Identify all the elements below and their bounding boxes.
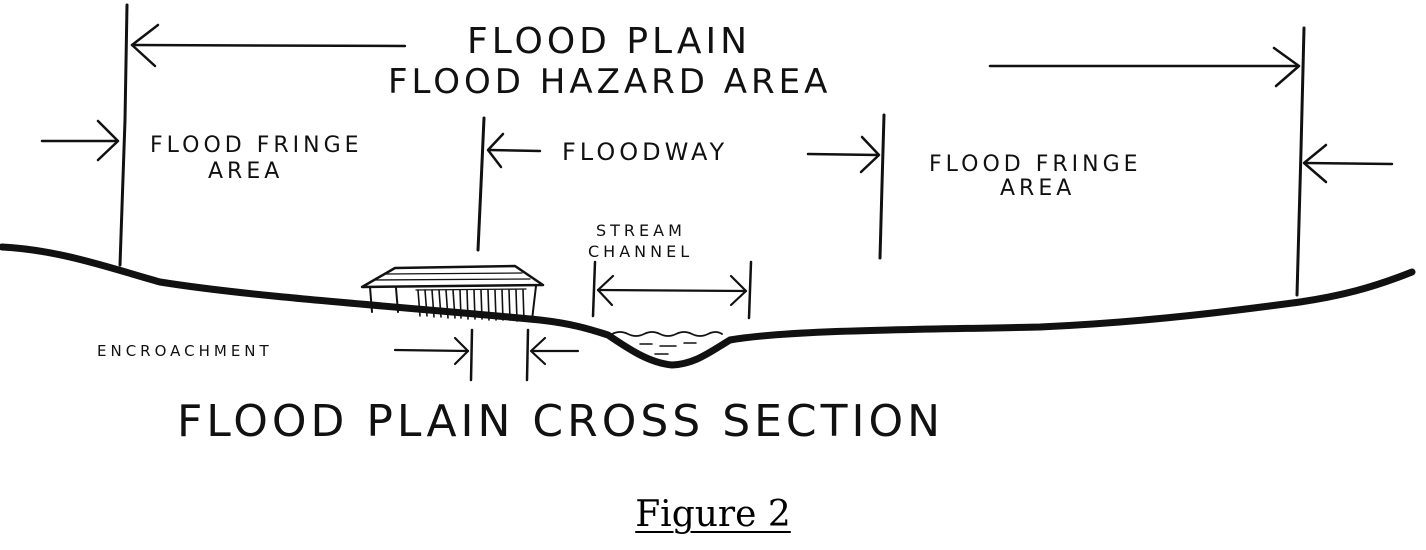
fringe-right-label-line1: FLOOD FRINGE bbox=[929, 152, 1142, 177]
encroachment-label: ENCROACHMENT bbox=[97, 342, 273, 360]
flood-plain-left-boundary bbox=[118, 3, 129, 267]
encroachment-arrow-left bbox=[393, 348, 470, 353]
flood-plain-right-boundary bbox=[1295, 26, 1306, 297]
fringe-left-label-line2: AREA bbox=[208, 159, 283, 184]
figure-caption: Figure 2 bbox=[0, 493, 1426, 537]
cross-section-title: FLOOD PLAIN CROSS SECTION bbox=[177, 396, 944, 447]
floodway-right-boundary bbox=[878, 113, 886, 260]
fringe-right-outer-arrow bbox=[1303, 161, 1394, 166]
flood-plain-label: FLOOD PLAIN bbox=[467, 21, 751, 62]
encroachment-arrowhead-right bbox=[529, 336, 547, 366]
ground-profile bbox=[0, 243, 1416, 369]
encroachment-arrowhead-left bbox=[453, 336, 470, 366]
fringe-right-label-line2: AREA bbox=[1000, 176, 1075, 201]
flood-plain-arrowhead-left bbox=[130, 23, 160, 68]
encroachment-left-tick bbox=[469, 328, 474, 382]
floodway-left-boundary bbox=[476, 116, 486, 252]
floodway-arrow-left bbox=[487, 148, 542, 153]
flood-plain-arrowhead-right bbox=[1272, 46, 1301, 88]
floodway-arrowhead-right bbox=[859, 135, 881, 174]
floodway-arrow-right bbox=[806, 152, 880, 157]
floodway-arrowhead-left bbox=[486, 132, 505, 169]
flood-hazard-area-label: FLOOD HAZARD AREA bbox=[388, 62, 831, 102]
flood-plain-arrow-left bbox=[130, 43, 407, 48]
fringe-right-outer-arrowhead bbox=[1302, 143, 1328, 184]
floodway-label: FLOODWAY bbox=[562, 138, 728, 166]
stream-label-line2: CHANNEL bbox=[588, 242, 693, 261]
fringe-left-label-line1: FLOOD FRINGE bbox=[150, 133, 363, 158]
stream-channel-arrowhead-left bbox=[596, 274, 615, 307]
water-surface bbox=[611, 331, 723, 337]
stream-channel-span bbox=[596, 288, 748, 293]
figure-caption-text: Figure 2 bbox=[635, 494, 791, 535]
fringe-left-outer-arrowhead bbox=[96, 119, 120, 162]
encroachment-right-tick bbox=[525, 328, 530, 382]
stream-channel-left-tick bbox=[591, 260, 597, 318]
house-icon bbox=[360, 264, 545, 322]
stream-channel-arrowhead-right bbox=[729, 274, 748, 307]
stream-channel-right-tick bbox=[747, 260, 753, 320]
stream-label-line1: STREAM bbox=[596, 221, 686, 240]
